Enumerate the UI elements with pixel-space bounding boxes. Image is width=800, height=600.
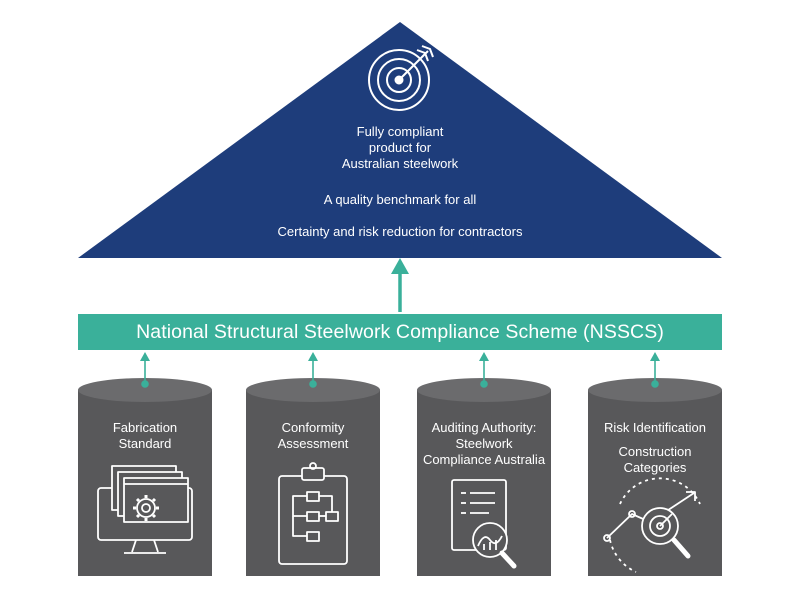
pyramid-headline: Fully compliant product for Australian s… [200,124,600,172]
pillar-label-line: Fabrication [112,420,178,435]
pillar-label-line: Steelwork [455,436,513,451]
document-magnifier-icon [451,479,517,569]
scheme-banner [78,314,722,350]
pyramid-headline-line: Australian steelwork [341,156,459,171]
pyramid-headline-line: product for [368,140,432,155]
pillar-label-fabrication: Fabrication Standard [75,420,215,452]
pyramid-benefit-certainty: Certainty and risk reduction for contrac… [277,224,523,239]
pillar-label-line: Standard [118,436,172,451]
pillar-conformity [246,378,380,576]
pillar-label-line: Conformity [281,420,345,435]
pillar-connectors [140,352,660,388]
clipboard-flowchart-icon [278,462,348,565]
pillar-label-line: Assessment [277,436,349,451]
pyramid-shape [78,22,722,258]
gear-monitor-icon [97,465,193,554]
pillar-label-subline: Categories [623,460,687,475]
pillar-label-risk: Risk Identification Construction Categor… [585,420,725,476]
target-icon [368,45,434,111]
pillar-risk [588,378,722,576]
main-up-arrowhead [391,258,409,274]
risk-magnifier-icon [603,477,701,573]
pillar-label-conformity: Conformity Assessment [243,420,383,452]
pillar-label-line: Auditing Authority: [431,420,537,435]
pillar-label-line: Risk Identification [604,420,706,435]
scheme-title: National Structural Steelwork Compliance… [136,320,664,343]
pillar-label-subline: Construction [618,444,692,459]
pyramid-benefit-quality: A quality benchmark for all [323,192,477,207]
pyramid-headline-line: Fully compliant [356,124,444,139]
pillar-label-line: Compliance Australia [422,452,546,467]
pillar-label-auditing: Auditing Authority: Steelwork Compliance… [414,420,554,468]
